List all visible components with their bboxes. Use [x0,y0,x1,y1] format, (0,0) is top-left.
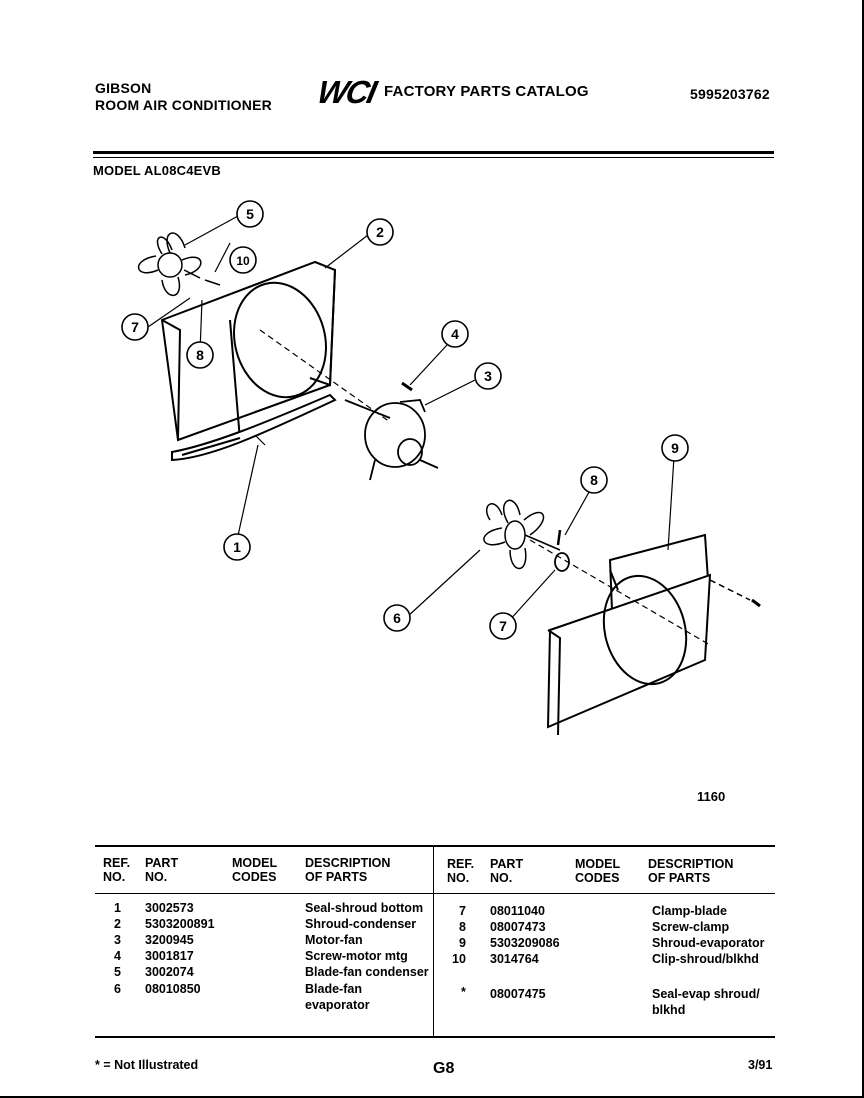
model-label: MODEL AL08C4EVB [93,163,221,178]
header-ref-no-right: REF.NO. [447,857,475,885]
table-header-rule [95,893,775,894]
header-rule-thick [93,151,774,154]
header-ref-no-left: REF.NO. [103,856,131,884]
product-type: ROOM AIR CONDITIONER [95,97,272,113]
callout-6: 6 [383,604,411,632]
not-illustrated-note: * = Not Illustrated [95,1058,199,1072]
condenser-shroud [160,260,337,462]
catalog-title: FACTORY PARTS CATALOG [384,83,589,100]
svg-text:2: 2 [376,224,384,240]
brand-block: GIBSON ROOM AIR CONDITIONER [95,80,272,114]
motor-fan [344,399,439,481]
figure-number: 1160 [697,789,726,804]
revision-date: 3/91 [748,1058,773,1072]
header-rule-thin [93,157,774,158]
svg-text:8: 8 [590,472,598,488]
exploded-parts-diagram: 5 2 10 7 8 4 3 1 9 8 6 7 [121,200,761,736]
catalog-number: 5995203762 [690,86,770,102]
callout-9: 9 [661,434,689,462]
condenser-fan-blade [137,232,221,297]
callout-4: 4 [441,320,469,348]
table-bottom-rule [95,1036,775,1038]
wci-logo: WCI [314,74,379,110]
svg-text:1: 1 [233,539,241,555]
callout-7a: 7 [121,313,149,341]
evaporator-fan-blade [483,499,561,570]
callout-8a: 8 [186,341,214,369]
svg-text:7: 7 [499,618,507,634]
svg-text:3: 3 [484,368,492,384]
svg-text:5: 5 [246,206,254,222]
table-divider [433,847,434,1036]
callout-5: 5 [236,200,264,228]
svg-text:4: 4 [451,326,459,342]
table-top-rule [95,845,775,847]
svg-text:8: 8 [196,347,204,363]
page-code: G8 [433,1060,455,1077]
svg-text:10: 10 [236,254,250,268]
svg-text:6: 6 [393,610,401,626]
callout-10: 10 [229,246,257,274]
evaporator-shroud [546,533,712,736]
callout-1: 1 [223,533,251,561]
callout-7b: 7 [489,612,517,640]
brand-name: GIBSON [95,80,152,96]
svg-text:9: 9 [671,440,679,456]
callout-3: 3 [474,362,502,390]
svg-text:7: 7 [131,319,139,335]
callout-2: 2 [366,218,394,246]
callout-8b: 8 [580,466,608,494]
